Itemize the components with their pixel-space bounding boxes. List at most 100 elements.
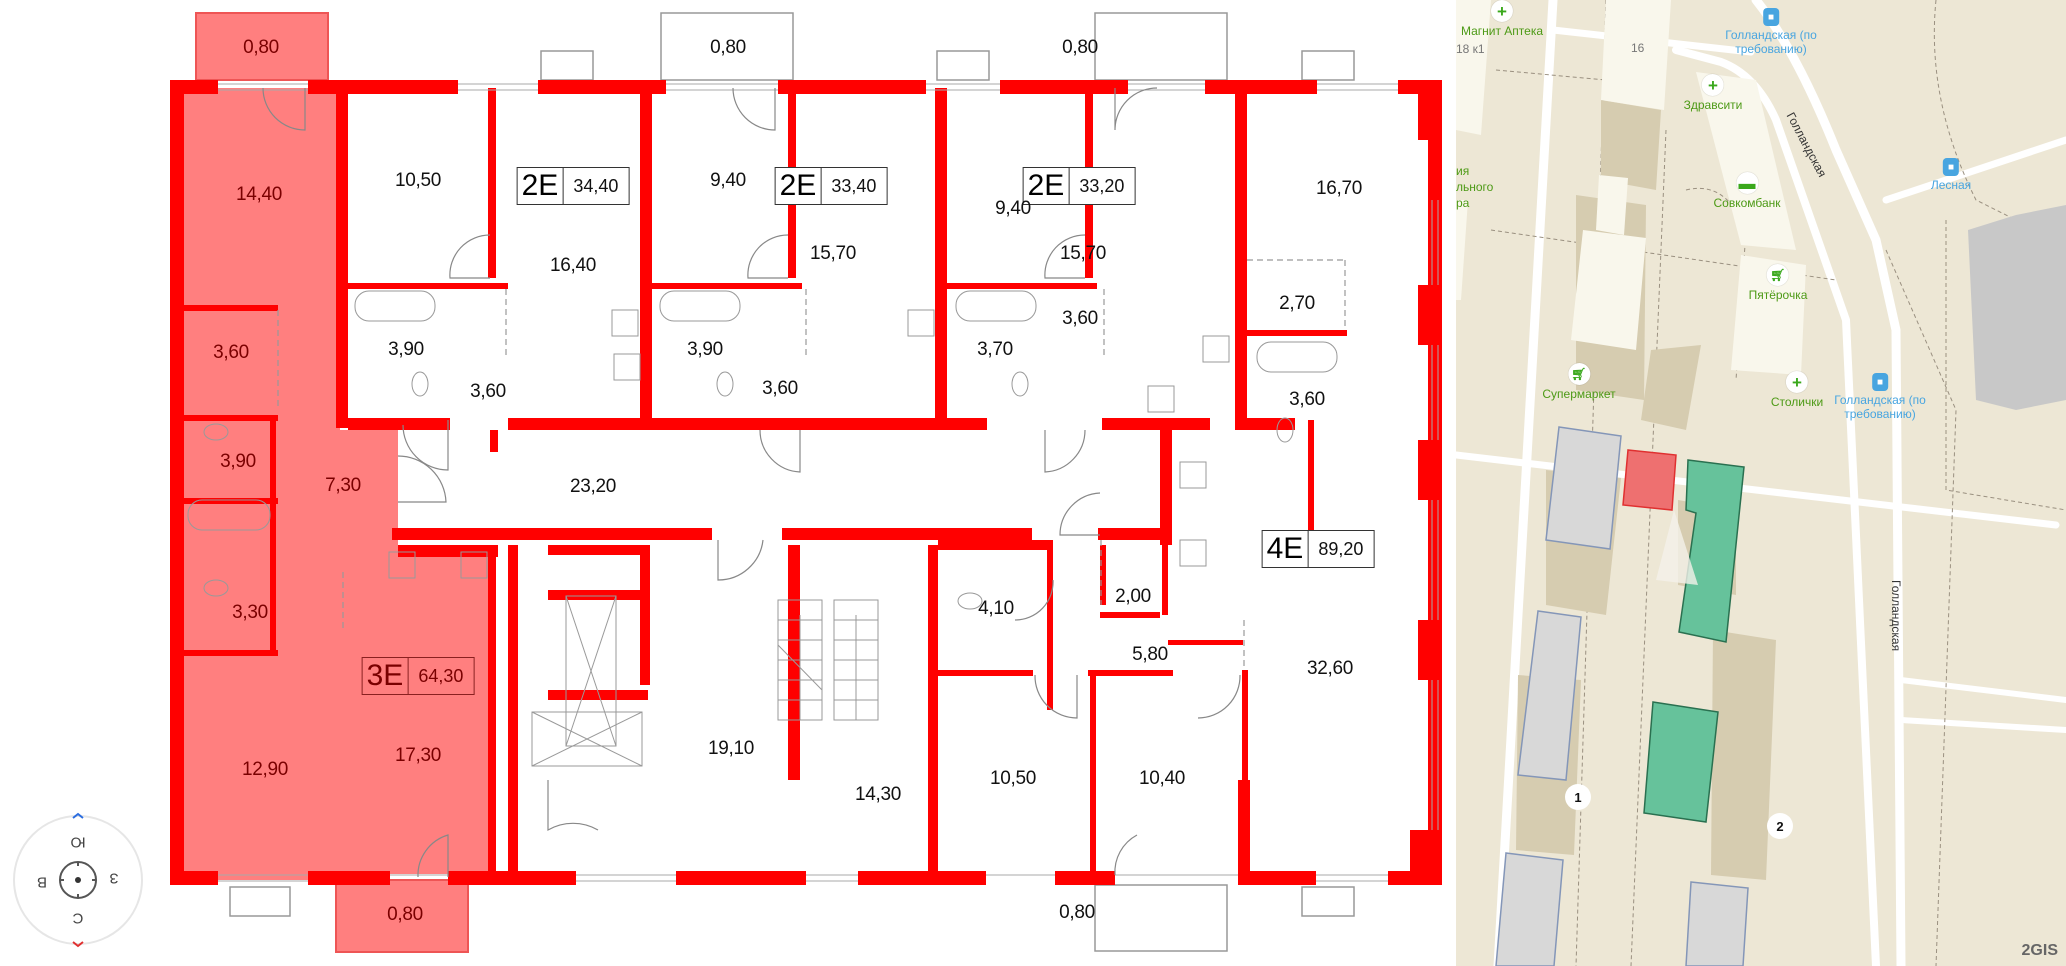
room-area-label: 14,40 (235, 184, 283, 205)
map-canvas[interactable] (1456, 0, 2066, 966)
apartment-badge-2e-33-20[interactable]: 2Е 33,20 (1022, 167, 1136, 205)
room-area-label: 0,80 (1059, 902, 1095, 923)
room-area-label: 32,60 (1306, 658, 1354, 679)
poi-pyaterochka[interactable]: 🛒︎ Пятёрочка (1748, 264, 1808, 302)
apartment-area: 33,40 (831, 176, 877, 196)
room-area-label: 0,80 (710, 37, 746, 58)
building-marker-1[interactable]: 1 (1565, 784, 1591, 810)
available-building-2[interactable] (1643, 701, 1719, 823)
room-area-label: 3,90 (220, 451, 256, 472)
room-area-label: 0,80 (387, 904, 423, 925)
apartment-area: 34,40 (573, 176, 619, 196)
poi-label: Столички (1770, 395, 1824, 409)
room-area-label: 7,30 (325, 475, 361, 496)
poi-sovcombank[interactable]: ▬ Совкомбанк (1713, 172, 1781, 210)
location-map[interactable]: + Магнит Аптека + Здравсити ▬ Совкомбанк… (1456, 0, 2066, 966)
elevator-shaft (565, 595, 617, 747)
room-area-label: 3,60 (762, 378, 798, 399)
poi-label: Здравсити (1683, 98, 1743, 112)
compass-east-label: В (36, 873, 48, 891)
room-area-label: 16,70 (1315, 178, 1363, 199)
available-building-1[interactable] (1678, 459, 1745, 643)
poi-stolichki[interactable]: + Столички (1771, 371, 1823, 409)
nearby-buildings (1495, 426, 1749, 966)
house-number: 16 (1631, 41, 1645, 55)
room-area-label: 10,40 (1138, 768, 1186, 789)
room-area-label: 3,90 (388, 339, 424, 360)
stairs-and-elevators (531, 595, 879, 767)
building-marker-2[interactable]: 2 (1767, 813, 1793, 839)
room-area-label: 15,70 (809, 243, 857, 264)
poi-supermarket[interactable]: 🛒︎ Супермаркет (1542, 363, 1616, 401)
entrance-highlight (1656, 510, 1698, 585)
fixtures (187, 290, 1338, 610)
apartment-area: 89,20 (1318, 539, 1364, 559)
room-area-label: 3,90 (687, 339, 723, 360)
outer-walls (170, 80, 1442, 885)
room-area-label: 9,40 (995, 198, 1031, 219)
selected-building[interactable] (1622, 449, 1677, 511)
room-area-label: 3,60 (1289, 389, 1325, 410)
pharmacy-cross-icon: + (1702, 74, 1724, 96)
room-area-label: 0,80 (243, 37, 279, 58)
poi-label: Совкомбанк (1713, 196, 1781, 210)
apartment-area: 64,30 (418, 666, 464, 686)
room-area-label: 14,30 (854, 784, 902, 805)
room-area-label: 10,50 (989, 768, 1037, 789)
poi-zdravsiti[interactable]: + Здравсити (1683, 74, 1743, 112)
poi-label: Пятёрочка (1748, 288, 1808, 302)
apartment-badge-4e[interactable]: 4Е 89,20 (1261, 530, 1375, 568)
apartment-code: 4Е (1263, 531, 1309, 567)
floor-plan-panel: 2Е 34,40 2Е 33,40 2Е 33,20 3Е 64,30 4Е 8… (10, 12, 1442, 953)
stop-label: Лесная (1930, 178, 1972, 192)
bus-icon: ■ (1942, 158, 1959, 176)
room-area-label: 2,00 (1115, 586, 1151, 607)
apartment-badge-2e-33-40[interactable]: 2Е 33,40 (774, 167, 888, 205)
pharmacy-cross-icon: + (1785, 371, 1808, 393)
room-area-label: 23,20 (569, 476, 617, 497)
shopping-cart-icon: 🛒︎ (1567, 363, 1590, 385)
compass-icon (13, 812, 143, 948)
compass-south-label: Ю (70, 833, 86, 851)
bus-stop-lesnaya[interactable]: ■ Лесная (1931, 158, 1971, 192)
apartment-3e-fill[interactable] (178, 12, 490, 953)
apartment-badge-2e-34[interactable]: 2Е 34,40 (516, 167, 630, 205)
residential-buildings (1456, 0, 1806, 375)
room-area-label: 12,90 (241, 759, 289, 780)
house-number: 18 к1 (1456, 42, 1485, 56)
room-area-label: 3,60 (470, 381, 506, 402)
apartment-code: 3Е (363, 658, 409, 694)
zone-separators (277, 259, 1346, 670)
compass-rose[interactable]: Ю С В З (10, 812, 146, 948)
room-area-label: 16,40 (549, 255, 597, 276)
compass-north-label: С (72, 909, 84, 927)
room-area-label: 3,30 (232, 602, 268, 623)
room-area-label: 3,60 (1062, 308, 1098, 329)
room-area-label: 15,70 (1059, 243, 1107, 264)
2gis-logo[interactable]: 2GIS (2021, 942, 2058, 959)
partial-poi-label[interactable]: ия льного ра (1456, 164, 1494, 210)
street-label: Голландская (1889, 580, 1903, 652)
shopping-cart-icon: 🛒︎ (1766, 264, 1789, 286)
poi-label: Магнит Аптека (1460, 24, 1544, 38)
room-area-label: 4,10 (978, 598, 1014, 619)
apartment-badge-3e-selected[interactable]: 3Е 64,30 (361, 657, 475, 695)
apartment-code: 2Е (518, 168, 564, 204)
apartment-area: 33,20 (1079, 176, 1125, 196)
pharmacy-cross-icon: + (1490, 0, 1513, 22)
room-area-label: 19,10 (707, 738, 755, 759)
room-area-label: 3,60 (213, 342, 249, 363)
bus-icon: ■ (1871, 373, 1888, 391)
apartment-code: 2Е (776, 168, 822, 204)
poi-magnit-apteka[interactable]: + Магнит Аптека (1461, 0, 1543, 38)
poi-label: Супермаркет (1542, 387, 1616, 401)
room-area-label: 2,70 (1279, 293, 1315, 314)
room-area-label: 0,80 (1062, 37, 1098, 58)
compass-west-label: З (109, 869, 119, 887)
bank-card-icon: ▬ (1735, 172, 1758, 194)
interior-walls (178, 88, 1347, 885)
